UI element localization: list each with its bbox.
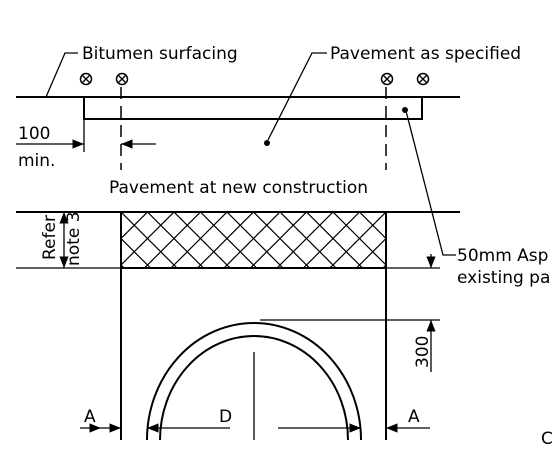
- dim-min-label: min.: [18, 151, 55, 171]
- pavement-new-label: Pavement at new construction: [109, 178, 368, 198]
- refer-label: Refer: [40, 215, 60, 260]
- surfacing-layer-outline: [83, 97, 423, 120]
- circle-x-marker-3: [380, 72, 394, 86]
- circle-x-marker-2: [115, 72, 129, 86]
- note3-label: note 3: [64, 211, 84, 266]
- pavement-spec-label: Pavement as specified: [330, 44, 521, 64]
- leader-dot-right: [402, 107, 408, 113]
- dim-d-label: D: [219, 407, 232, 427]
- dim-a-left-label: A: [84, 407, 96, 427]
- bitumen-label: Bitumen surfacing: [82, 44, 238, 64]
- pipe-outer-arc: [146, 322, 362, 441]
- asphalt-label-line1: 50mm Asp: [457, 246, 548, 266]
- dim-300-value: 300: [413, 336, 433, 368]
- pipe-inner-arc: [159, 335, 349, 441]
- crosshatched-pavement-block: [120, 211, 387, 269]
- dim-a-right-label: A: [408, 407, 420, 427]
- pavement-spec-leader: [267, 52, 327, 141]
- label-c: C: [541, 429, 553, 449]
- dim-100-value: 100: [18, 124, 50, 144]
- asphalt-label-line2: existing pa: [457, 268, 550, 288]
- asphalt-leader: [405, 110, 456, 256]
- circle-x-marker-1: [79, 72, 93, 86]
- leader-dot-center: [264, 140, 270, 146]
- circle-x-marker-4: [416, 72, 430, 86]
- bitumen-leader: [45, 52, 78, 98]
